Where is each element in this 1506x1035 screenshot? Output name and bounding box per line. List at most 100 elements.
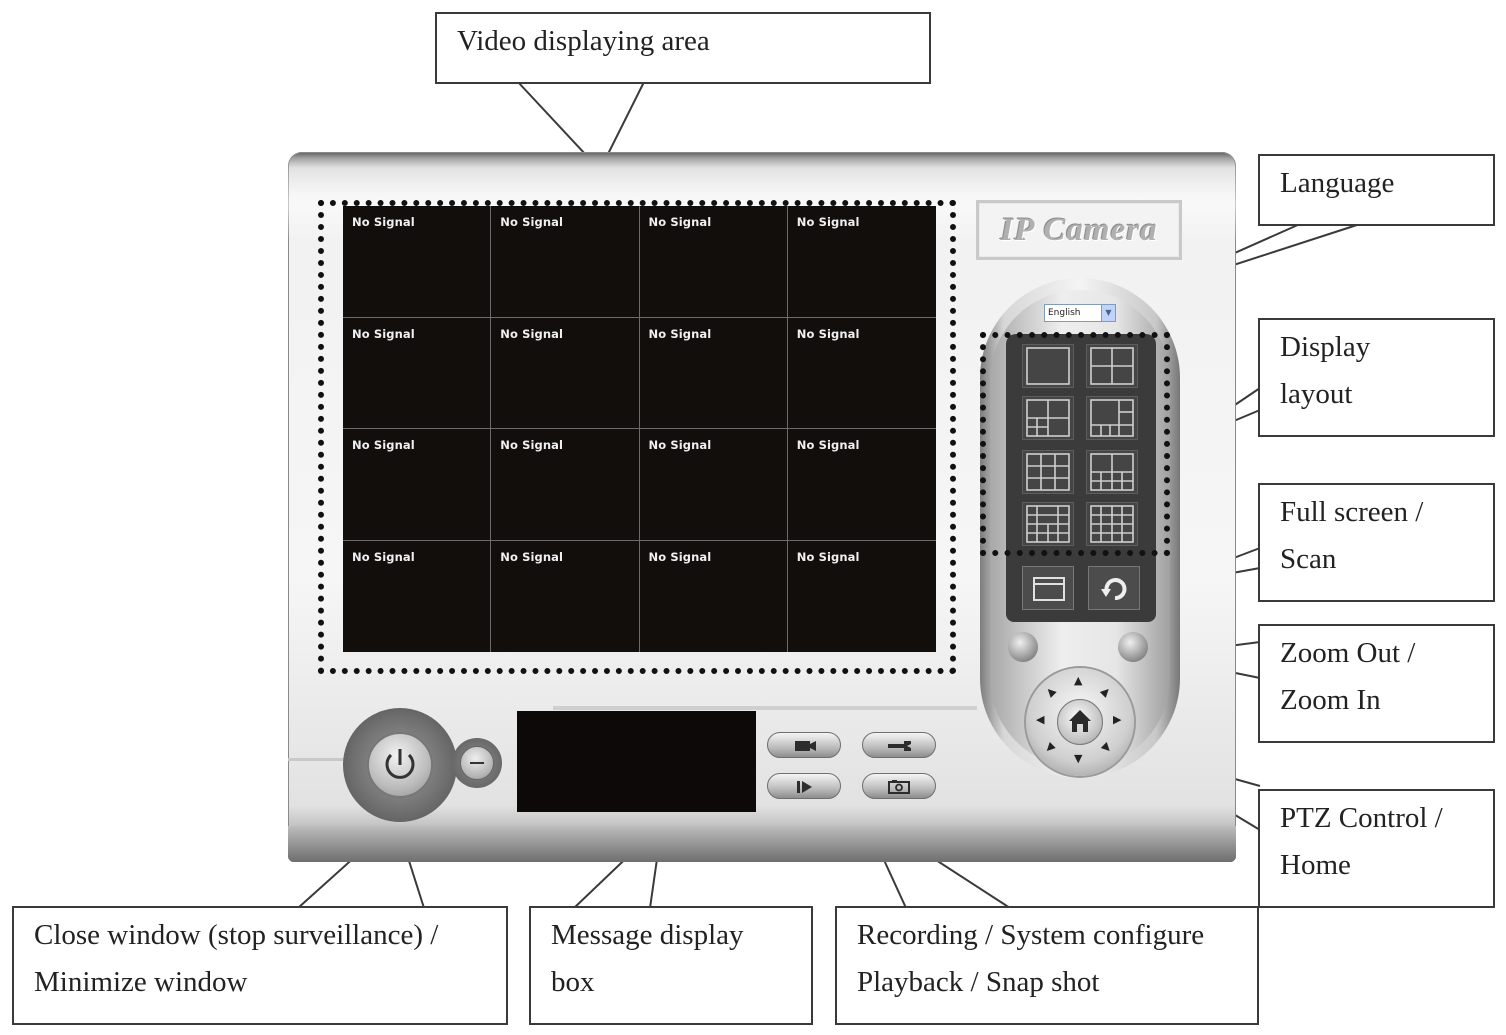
video-channel-cell[interactable]: No Signal (343, 317, 492, 429)
scan-button[interactable] (1088, 566, 1140, 610)
layout-highlight (980, 332, 1170, 556)
channel-status-label: No Signal (796, 215, 860, 229)
video-channel-cell[interactable]: No Signal (640, 540, 788, 652)
system-config-button[interactable] (862, 732, 936, 758)
video-channel-cell[interactable]: No Signal (639, 429, 788, 541)
video-channel-cell[interactable]: No Signal (639, 317, 788, 429)
language-select-value: English (1048, 308, 1081, 318)
callout-display-layout: Display layout (1258, 318, 1495, 437)
channel-status-label: No Signal (648, 549, 712, 564)
video-channel-cell[interactable]: No Signal (787, 206, 936, 318)
video-channel-cell[interactable]: No Signal (343, 540, 492, 652)
video-area-highlight (318, 200, 956, 674)
zoom-out-button[interactable] (1008, 632, 1038, 662)
layout-panel (1006, 334, 1156, 622)
video-channel-cell[interactable]: No Signal (787, 318, 936, 429)
video-channel-cell[interactable]: No Signal (343, 206, 492, 318)
layout-10-button[interactable] (1086, 450, 1138, 494)
zoom-in-button[interactable] (1118, 632, 1148, 662)
callout-message-line2: box (551, 966, 595, 998)
video-channel-cell[interactable]: No Signal (491, 206, 640, 318)
window-icon (1033, 577, 1065, 601)
ptz-up-icon[interactable]: ▲ (1074, 674, 1083, 687)
channel-status-label: No Signal (500, 549, 564, 564)
layout-1-icon (1026, 347, 1070, 385)
callout-ptz: PTZ Control / Home (1258, 789, 1495, 908)
video-channel-cell[interactable]: No Signal (343, 429, 492, 541)
ptz-right-icon[interactable]: ▶ (1113, 713, 1122, 726)
callout-close-minimize: Close window (stop surveillance) / Minim… (12, 906, 508, 1025)
callout-ptz-line1: PTZ Control / (1280, 802, 1443, 834)
layout-6-icon (1026, 399, 1070, 437)
channel-status-label: No Signal (796, 549, 860, 564)
channel-status-label: No Signal (352, 326, 415, 341)
video-channel-cell[interactable]: No Signal (491, 317, 640, 429)
language-select[interactable]: English ▼ (1044, 304, 1116, 322)
minimize-button[interactable] (460, 746, 494, 780)
layout-13-icon (1026, 505, 1070, 543)
layout-4-button[interactable] (1086, 344, 1138, 388)
video-channel-cell[interactable]: No Signal (491, 429, 640, 541)
channel-status-label: No Signal (352, 215, 415, 229)
callout-record-line1: Recording / System configure (857, 919, 1205, 951)
callout-record-config: Recording / System configure Playback / … (835, 906, 1259, 1025)
video-channel-cell[interactable]: No Signal (788, 541, 936, 653)
callout-zoom-line2: Zoom In (1280, 684, 1381, 716)
layout-8-icon (1090, 399, 1134, 437)
message-display-box (517, 711, 756, 812)
callout-fullscreen-line2: Scan (1280, 543, 1337, 575)
close-window-button[interactable] (367, 732, 433, 798)
play-icon (797, 781, 812, 793)
brand-logo: IP Camera (976, 200, 1182, 260)
channel-status-label: No Signal (648, 438, 712, 452)
chevron-down-icon[interactable]: ▼ (1101, 305, 1115, 321)
record-button[interactable] (767, 732, 841, 758)
layout-6-button[interactable] (1022, 396, 1074, 440)
channel-status-label: No Signal (500, 438, 564, 452)
callout-ptz-line2: Home (1280, 849, 1351, 881)
window-bottom-bar (288, 826, 1236, 862)
channel-status-label: No Signal (500, 326, 564, 341)
layout-1-button[interactable] (1022, 344, 1074, 388)
video-display-area[interactable]: No Signal No Signal No Signal No Signal No S… (343, 206, 936, 652)
callout-display-layout-line1: Display (1280, 331, 1371, 363)
channel-status-label: No Signal (648, 326, 712, 341)
callout-zoom-line1: Zoom Out / (1280, 637, 1416, 669)
video-channel-cell[interactable]: No Signal (491, 540, 640, 652)
callout-fullscreen-line1: Full screen / (1280, 496, 1424, 528)
video-channel-cell[interactable]: No Signal (639, 206, 788, 318)
fullscreen-button[interactable] (1022, 566, 1074, 610)
video-channel-cell[interactable]: No Signal (787, 429, 936, 541)
callout-record-line2: Playback / Snap shot (857, 966, 1100, 998)
callout-language-text: Language (1280, 167, 1395, 199)
home-icon (1069, 710, 1091, 732)
layout-16-button[interactable] (1086, 502, 1138, 546)
ptz-home-button[interactable] (1057, 699, 1103, 745)
layout-9-icon (1026, 453, 1070, 491)
callout-language: Language (1258, 154, 1495, 226)
channel-status-label: No Signal (796, 438, 860, 452)
layout-8-button[interactable] (1086, 396, 1138, 440)
playback-button[interactable] (767, 773, 841, 799)
ptz-left-icon[interactable]: ◀ (1036, 713, 1045, 726)
layout-4-icon (1090, 347, 1134, 385)
channel-status-label: No Signal (648, 215, 712, 229)
layout-16-icon (1090, 505, 1134, 543)
power-icon (385, 749, 415, 779)
channel-status-label: No Signal (796, 326, 860, 341)
message-ledge (553, 706, 977, 710)
callout-close-line1: Close window (stop surveillance) / (34, 919, 439, 951)
callout-zoom: Zoom Out / Zoom In (1258, 624, 1495, 743)
layout-9-button[interactable] (1022, 450, 1074, 494)
callout-close-line2: Minimize window (34, 966, 248, 998)
callout-display-layout-line2: layout (1280, 378, 1353, 410)
snapshot-button[interactable] (862, 773, 936, 799)
brand-text: IP Camera (1000, 212, 1158, 248)
channel-status-label: No Signal (352, 549, 415, 564)
callout-video-area-text: Video displaying area (457, 25, 710, 57)
callout-fullscreen-scan: Full screen / Scan (1258, 483, 1495, 602)
ptz-down-icon[interactable]: ▼ (1074, 752, 1083, 765)
callout-message-box: Message display box (529, 906, 813, 1025)
layout-13-button[interactable] (1022, 502, 1074, 546)
callout-video-area: Video displaying area (435, 12, 931, 84)
